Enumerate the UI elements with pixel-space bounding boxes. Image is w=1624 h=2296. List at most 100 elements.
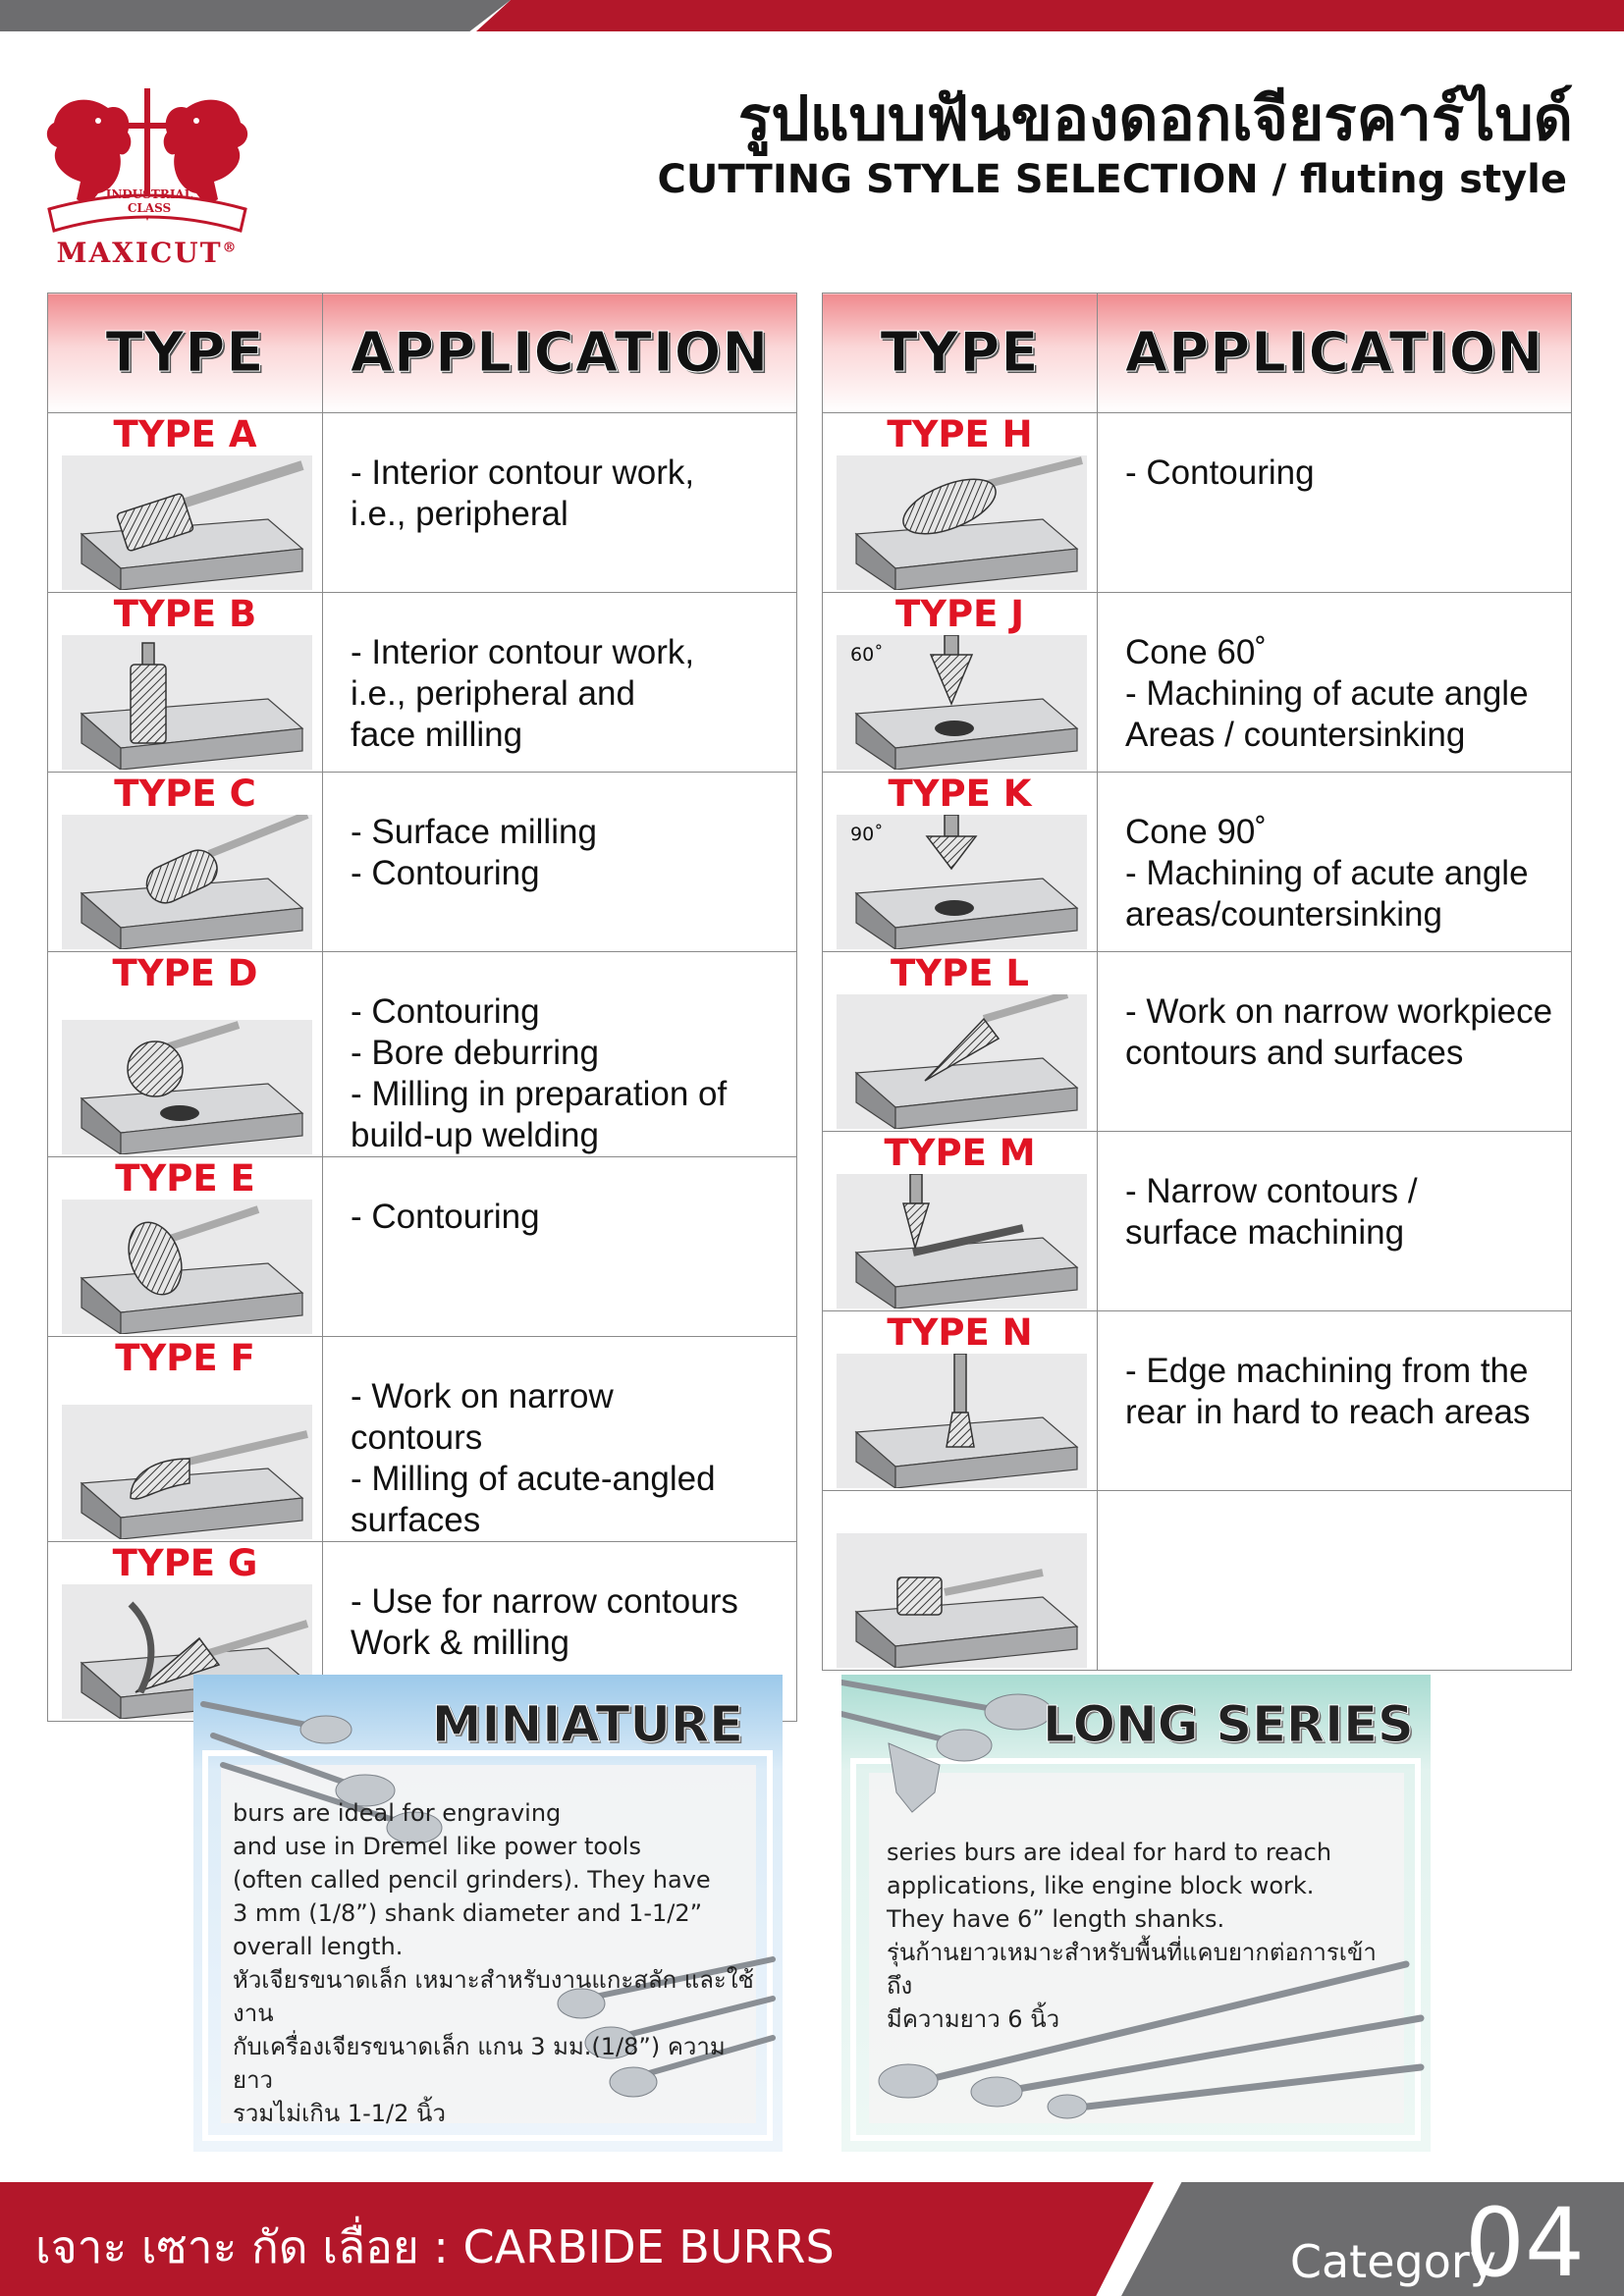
application-cell: - Narrow contours / surface machining bbox=[1097, 1131, 1572, 1311]
type-label: TYPE K bbox=[888, 773, 1032, 815]
table-row: TYPE H - Contouring bbox=[822, 412, 1572, 593]
page-title-thai: รูปแบบฟันของดอกเจียรคาร์ไบด์ bbox=[737, 82, 1573, 154]
cone-60-burr-icon bbox=[837, 635, 1087, 770]
type-cell: TYPE D bbox=[47, 951, 323, 1157]
type-cell: TYPE C bbox=[47, 772, 323, 952]
type-label: TYPE E bbox=[115, 1157, 255, 1200]
table-row: TYPE L - Work on narrow workpiece contour… bbox=[822, 951, 1572, 1132]
brand-name: MAXICUT® bbox=[56, 237, 239, 269]
angle-label: 90˚ bbox=[850, 824, 884, 845]
type-label: TYPE A bbox=[113, 413, 257, 455]
type-cell: TYPE H bbox=[822, 412, 1098, 593]
application-text: Cone 60˚ - Machining of acute angle Area… bbox=[1125, 633, 1529, 754]
application-text: Cone 90˚ - Machining of acute angle area… bbox=[1125, 813, 1529, 934]
application-text: - Interior contour work, i.e., periphera… bbox=[351, 454, 695, 533]
type-label: TYPE M bbox=[884, 1132, 1036, 1174]
type-cell: TYPE N bbox=[822, 1310, 1098, 1491]
table-row: TYPE D - Contouring - Bore deburring - Mi… bbox=[47, 951, 797, 1157]
table-row: TYPE F - Work on narrow contours - Millin… bbox=[47, 1336, 797, 1542]
type-cell bbox=[822, 1490, 1098, 1671]
type-label: TYPE G bbox=[112, 1542, 258, 1584]
application-text: - Contouring bbox=[1125, 454, 1315, 492]
application-cell: - Surface milling - Contouring bbox=[322, 772, 797, 952]
cylinder-end-burr-icon bbox=[62, 635, 312, 770]
application-cell: - Interior contour work, i.e., periphera… bbox=[322, 412, 797, 593]
table-row: TYPE M - Narrow contours / surface machin… bbox=[822, 1131, 1572, 1311]
application-cell: - Work on narrow workpiece contours and … bbox=[1097, 951, 1572, 1132]
type-cell: TYPE M bbox=[822, 1131, 1098, 1311]
application-text bbox=[1098, 1491, 1571, 1530]
brand-logo: INDUSTRIAL CLASS MAXICUT® bbox=[29, 83, 265, 280]
miniature-panel: MINIATURE burs are ideal for engraving a… bbox=[193, 1675, 783, 2152]
tree-radius-burr-icon bbox=[62, 1405, 312, 1539]
oval-burr-icon bbox=[62, 1200, 312, 1334]
application-cell: - Edge machining from the rear in hard t… bbox=[1097, 1310, 1572, 1491]
application-cell: Cone 60˚ - Machining of acute angle Area… bbox=[1097, 592, 1572, 773]
industrial-class-badge: INDUSTRIAL CLASS bbox=[105, 187, 193, 215]
miniature-heading: MINIATURE bbox=[431, 1696, 743, 1755]
application-text: - Work on narrow contours - Milling of a… bbox=[351, 1377, 716, 1539]
table-row: TYPE C - Surface milling - Contouring bbox=[47, 772, 797, 952]
footer-category-label: Category bbox=[1289, 2235, 1496, 2288]
footer-category-text: เจาะ เซาะ กัด เลื่อย : CARBIDE BURRS bbox=[35, 2220, 835, 2273]
type-cell: TYPE L bbox=[822, 951, 1098, 1132]
table-row: TYPE A - Interior contour work, i.e., per… bbox=[47, 412, 797, 593]
application-cell: - Contouring - Bore deburring - Milling … bbox=[322, 951, 797, 1157]
application-text: - Interior contour work, i.e., periphera… bbox=[351, 633, 695, 754]
type-label: TYPE H bbox=[887, 413, 1033, 455]
top-banner-grey bbox=[0, 0, 511, 31]
type-cell: TYPE F bbox=[47, 1336, 323, 1542]
table-row: TYPE B - Interior contour work, i.e., per… bbox=[47, 592, 797, 773]
application-text: - Narrow contours / surface machining bbox=[1125, 1172, 1418, 1252]
type-label: TYPE J bbox=[894, 593, 1025, 635]
angle-label: 60˚ bbox=[850, 644, 884, 666]
top-banner-red bbox=[476, 0, 1624, 31]
type-label: TYPE C bbox=[114, 773, 256, 815]
long-series-heading: LONG SERIES bbox=[1043, 1696, 1415, 1755]
table-row: TYPE J 60˚ Cone 60˚ - Machining of acute … bbox=[822, 592, 1572, 773]
page-title-english: CUTTING STYLE SELECTION / fluting style bbox=[657, 157, 1567, 202]
cylinder-side-burr-icon bbox=[837, 1533, 1087, 1668]
taper-pointed-burr-icon bbox=[837, 1174, 1087, 1308]
miniature-background bbox=[193, 1675, 783, 2152]
application-cell: - Interior contour work, i.e., periphera… bbox=[322, 592, 797, 773]
footer-banner: เจาะ เซาะ กัด เลื่อย : CARBIDE BURRS Cat… bbox=[0, 2178, 1624, 2296]
application-text: - Contouring bbox=[351, 1198, 540, 1236]
type-label: TYPE N bbox=[887, 1311, 1033, 1354]
application-text: - Contouring - Bore deburring - Milling … bbox=[351, 992, 728, 1154]
type-cell: TYPE B bbox=[47, 592, 323, 773]
cylinder-burr-icon bbox=[62, 455, 312, 590]
long-series-background bbox=[841, 1675, 1431, 2152]
lion-crest-icon bbox=[46, 88, 248, 233]
type-label: TYPE B bbox=[113, 593, 257, 635]
header-type: TYPE bbox=[822, 293, 1098, 413]
long-series-description: series burs are ideal for hard to reach … bbox=[887, 1839, 1377, 2033]
top-banner bbox=[0, 0, 1624, 31]
cone-90-burr-icon bbox=[837, 815, 1087, 949]
type-cell: TYPE J 60˚ bbox=[822, 592, 1098, 773]
footer-grey bbox=[1121, 2182, 1624, 2296]
table-row bbox=[822, 1490, 1572, 1671]
application-cell: - Work on narrow contours - Milling of a… bbox=[322, 1336, 797, 1542]
header-application: APPLICATION bbox=[1097, 293, 1572, 413]
type-label: TYPE L bbox=[891, 952, 1029, 994]
inverted-cone-burr-icon bbox=[837, 1354, 1087, 1488]
flame-burr-icon bbox=[837, 455, 1087, 590]
taper-radius-burr-icon bbox=[837, 994, 1087, 1129]
application-cell: - Contouring bbox=[322, 1156, 797, 1337]
table-row: TYPE E - Contouring bbox=[47, 1156, 797, 1337]
footer-red bbox=[0, 2182, 1154, 2296]
type-cell: TYPE E bbox=[47, 1156, 323, 1337]
type-label: TYPE D bbox=[112, 952, 258, 994]
miniature-description: burs are ideal for engraving and use in … bbox=[233, 1799, 754, 2127]
application-cell: Cone 90˚ - Machining of acute angle area… bbox=[1097, 772, 1572, 952]
application-cell: - Contouring bbox=[1097, 412, 1572, 593]
application-text: - Work on narrow workpiece contours and … bbox=[1125, 992, 1553, 1072]
ball-burr-icon bbox=[62, 1020, 312, 1154]
application-cell bbox=[1097, 1490, 1572, 1671]
table-row: TYPE N - Edge machining from the rear in … bbox=[822, 1310, 1572, 1491]
type-label: TYPE F bbox=[115, 1337, 255, 1379]
